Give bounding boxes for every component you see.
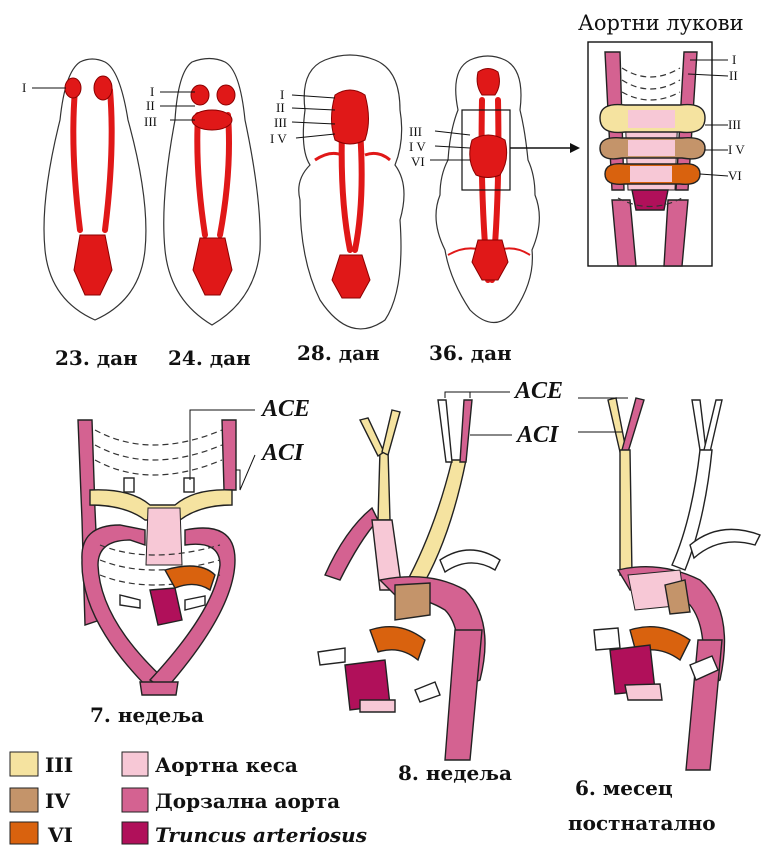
legend-label-vi: VI (47, 823, 73, 847)
stage-label-day-36: 36. дан (429, 341, 512, 365)
label-aci-week-7: ACI (260, 440, 305, 466)
arch-label-IV: I V (270, 131, 287, 146)
stage-label-day-28: 28. дан (297, 341, 380, 365)
vessels-month-6 (578, 398, 760, 770)
legend-label-aortic-sac: Аортна кеса (155, 753, 298, 777)
legend: III IV VI Аортна кеса Дорзална аорта Tru… (10, 752, 367, 847)
stage-label-day-24: 24. дан (168, 346, 251, 370)
legend-swatch-iv (10, 788, 38, 812)
label-aci-week-8: ACI (515, 422, 560, 448)
arch-label-I: I (732, 52, 736, 67)
embryo-day-23: I (22, 59, 146, 320)
stage-label-month-6-line2: постнатално (568, 811, 716, 835)
aortic-arches-detail: I II III I V VI (588, 42, 745, 266)
vessels-week-7 (78, 410, 255, 695)
stage-label-month-6-line1: 6. месец (575, 776, 673, 800)
legend-label-truncus: Truncus arteriosus (155, 823, 367, 847)
legend-swatch-aortic-sac (122, 752, 148, 776)
embryo-day-28: I II III I V (270, 55, 404, 329)
legend-label-dorsal-aorta: Дорзална аорта (155, 789, 340, 813)
label-ace-week-7: ACE (260, 396, 310, 422)
vessels-week-8 (318, 392, 512, 760)
legend-swatch-iii (10, 752, 38, 776)
arch-label-VI: VI (411, 154, 425, 169)
legend-label-iii: III (45, 753, 73, 777)
diagram-title: Аортни лукови (578, 11, 744, 35)
arch-label-IV: I V (728, 142, 745, 157)
arch-label-IV: I V (409, 139, 426, 154)
arch-label-VI: VI (728, 168, 742, 183)
label-ace-week-8: ACE (513, 378, 563, 404)
legend-swatch-dorsal-aorta (122, 788, 148, 812)
stage-label-day-23: 23. дан (55, 346, 138, 370)
arch-label-I: I (22, 80, 26, 95)
stage-label-week-8: 8. недеља (398, 761, 512, 785)
arch-label-III: III (409, 124, 422, 139)
arch-label-II: II (729, 68, 738, 83)
legend-swatch-truncus (122, 822, 148, 844)
embryo-day-36: III I V VI (409, 56, 580, 323)
arch-label-I: I (150, 84, 154, 99)
embryo-day-24: I II III (144, 59, 260, 326)
stage-label-week-7: 7. недеља (90, 703, 204, 727)
arch-label-III: III (144, 114, 157, 129)
arch-label-II: II (146, 98, 155, 113)
legend-label-iv: IV (45, 789, 70, 813)
arch-label-III: III (274, 115, 287, 130)
arch-label-II: II (276, 100, 285, 115)
legend-swatch-vi (10, 822, 38, 844)
arch-label-III: III (728, 117, 741, 132)
